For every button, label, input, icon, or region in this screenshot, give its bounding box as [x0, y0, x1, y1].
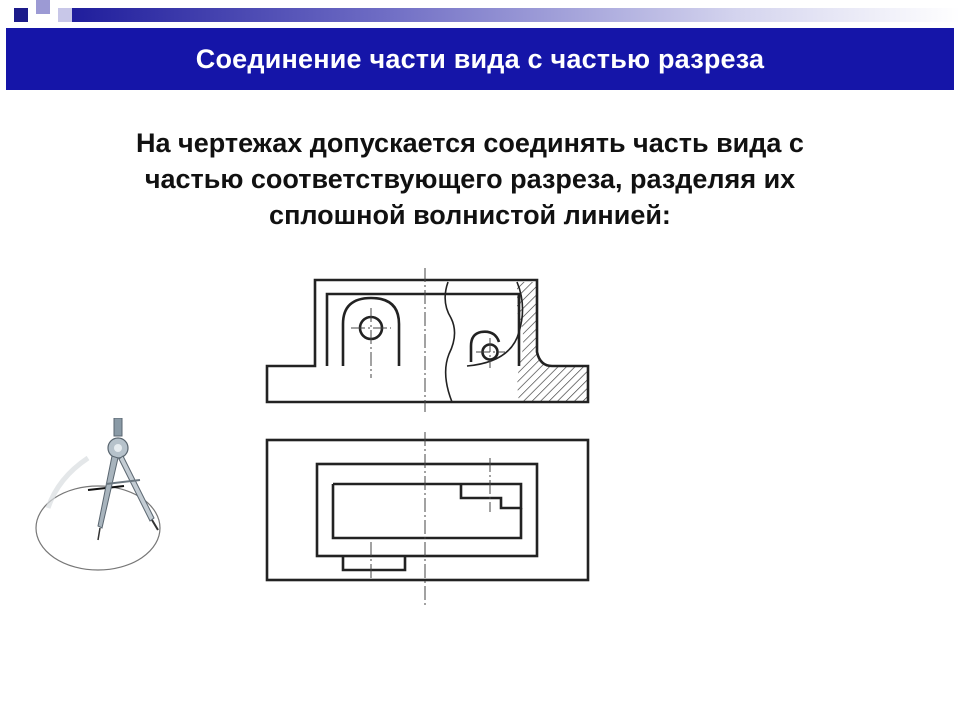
body-line-2: частью соответствующего разреза, разделя… — [144, 164, 796, 194]
title-bar: Соединение части вида с частью разреза — [6, 28, 954, 90]
decor-square-dark — [14, 8, 28, 22]
technical-drawing-icon — [265, 268, 590, 607]
decor-square-light — [36, 0, 50, 14]
wavy-separation-line — [444, 281, 456, 403]
body-paragraph: На чертежах допускается соединять часть … — [60, 125, 880, 233]
drafting-compass-icon — [35, 418, 161, 571]
body-line-1: На чертежах допускается соединять часть … — [136, 128, 804, 158]
header-gradient-strip — [70, 8, 960, 22]
body-line-3: сплошной волнистой линией: — [269, 200, 671, 230]
front-view — [265, 278, 590, 404]
slide-title: Соединение части вида с частью разреза — [195, 43, 765, 74]
decor-square-pale — [58, 8, 72, 22]
top-view — [265, 438, 590, 582]
